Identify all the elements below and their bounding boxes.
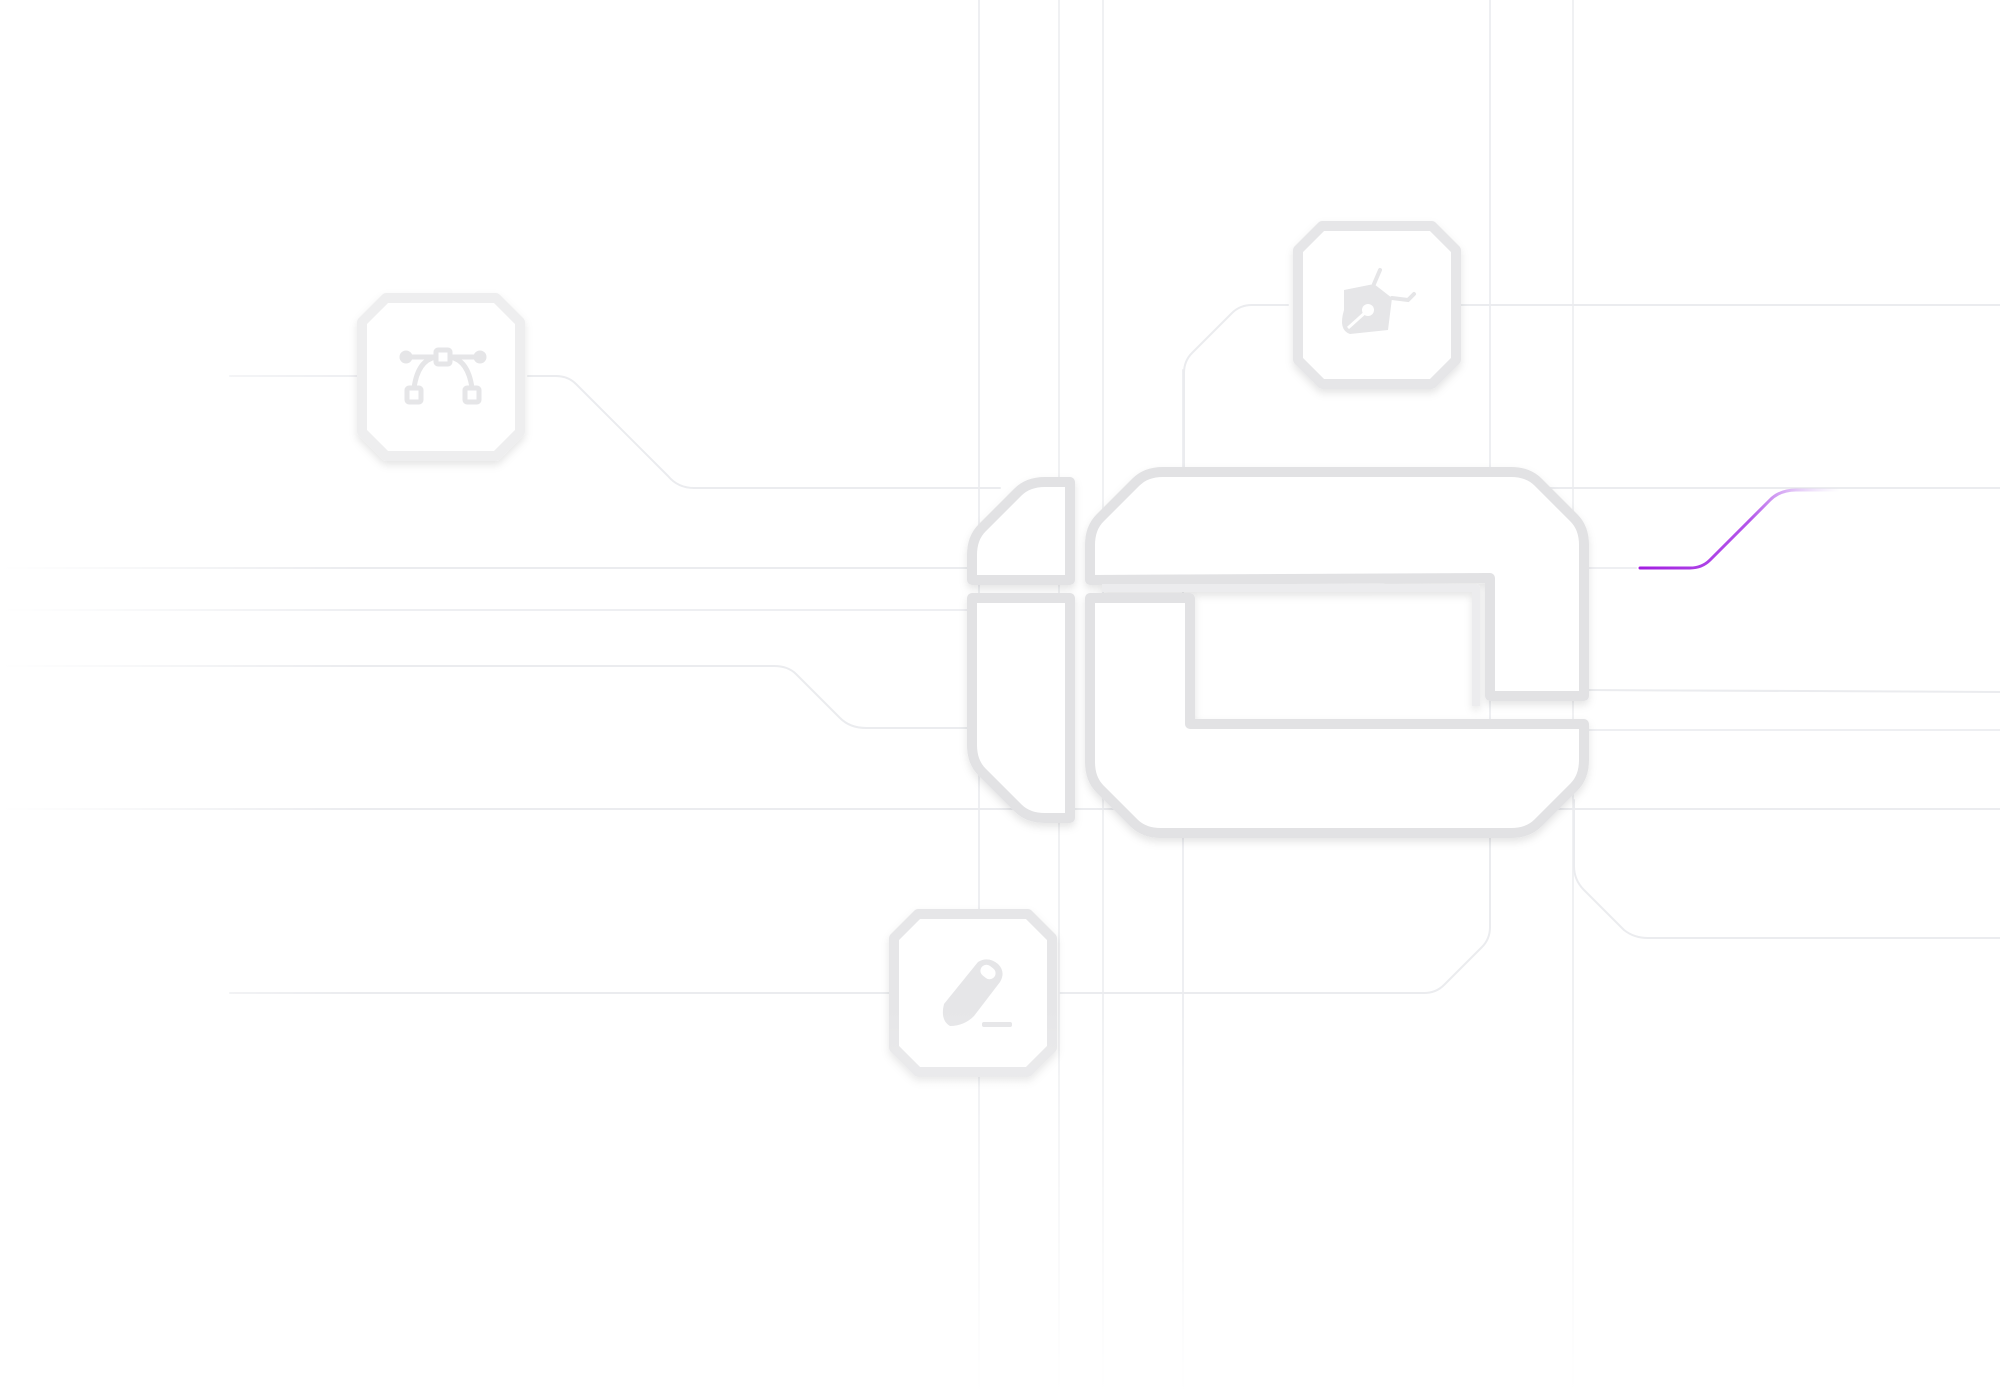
- circuit-background: [0, 0, 2000, 1396]
- bottom-fade-overlay: [0, 0, 2000, 1396]
